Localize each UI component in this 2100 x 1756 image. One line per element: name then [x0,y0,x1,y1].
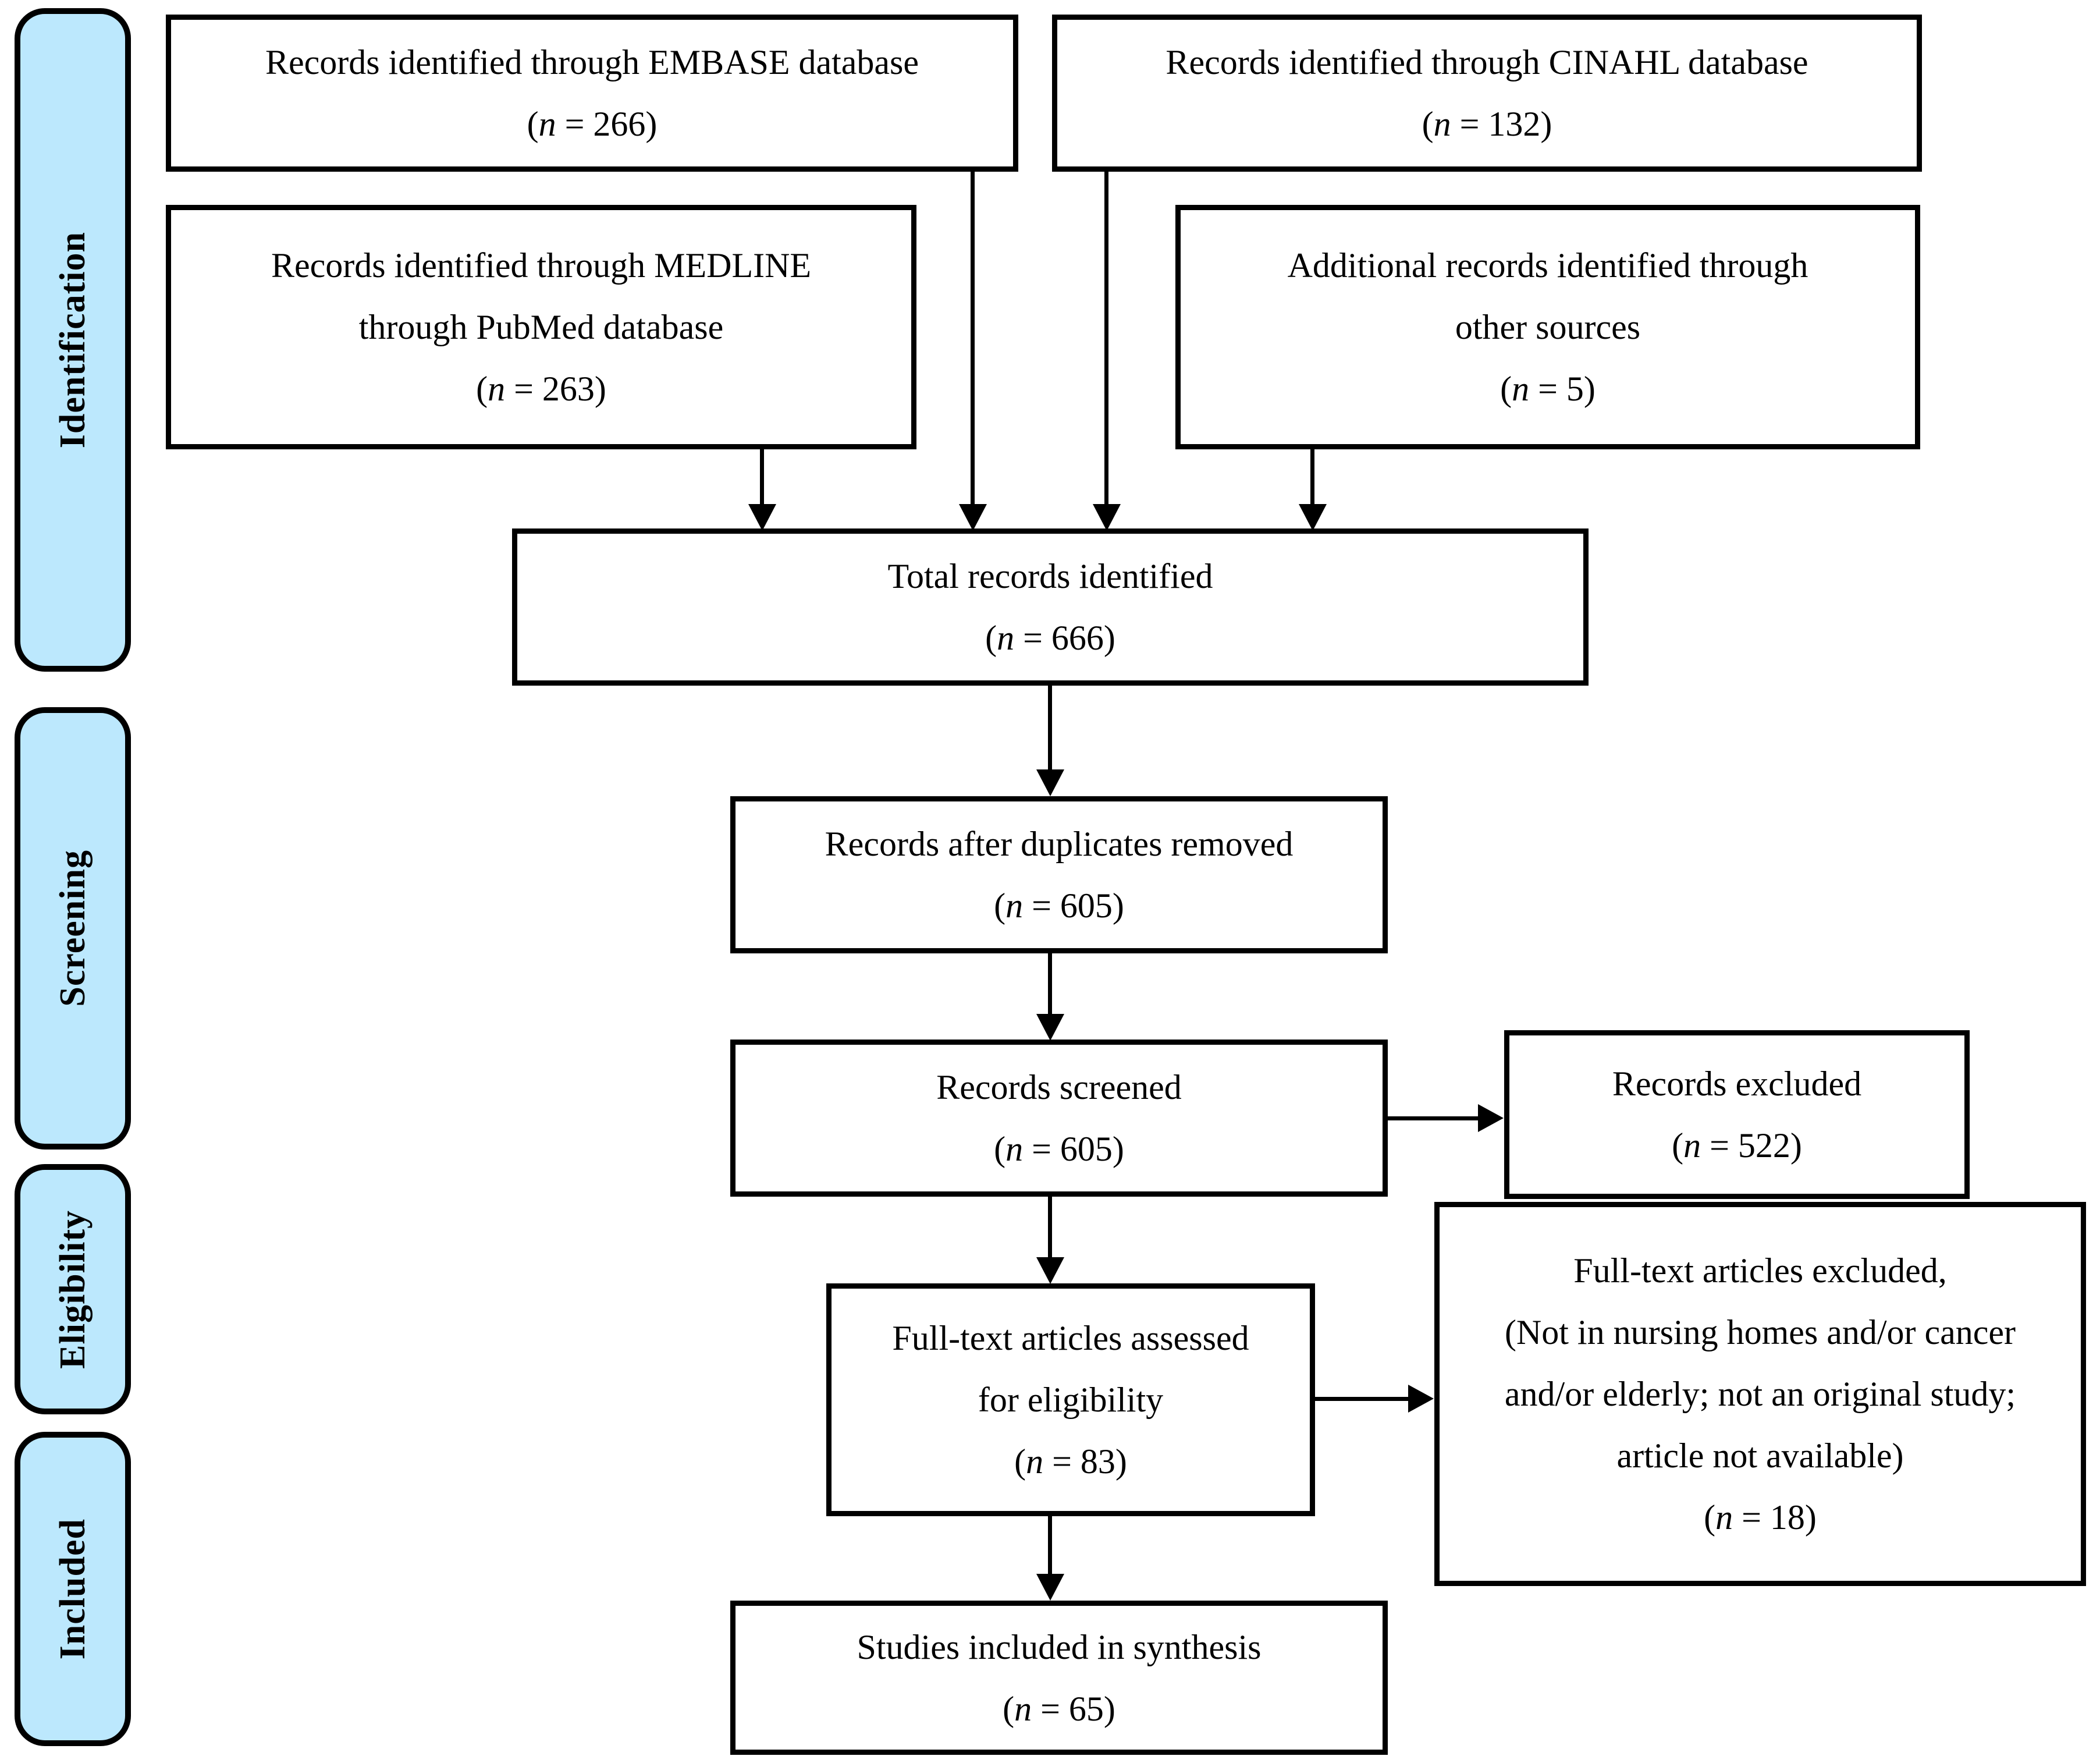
box-other-sources-title-line2: other sources [1455,308,1641,346]
stage-pill-eligibility: Eligibility [15,1164,131,1414]
box-duplicates-removed-count: (n = 605) [994,886,1124,925]
box-embase-records: Records identified through EMBASE databa… [166,15,1018,172]
box-duplicates-removed-title: Records after duplicates removed [825,825,1294,863]
box-records-excluded-count: (n = 522) [1672,1126,1802,1165]
connector-screened-to-excluded [1388,1116,1481,1120]
box-fulltext-excluded-count: (n = 18) [1704,1498,1817,1537]
stage-label-eligibility: Eligibility [53,1209,93,1369]
box-studies-included-count: (n = 65) [1003,1689,1115,1728]
box-records-screened-title: Records screened [936,1068,1182,1106]
stage-label-screening: Screening [53,850,93,1007]
stage-pill-included: Included [15,1432,131,1746]
arrowhead-cinahl-to-total [1093,504,1121,531]
arrowhead-other-sources-to-total [1299,504,1327,531]
box-medline-title-line1: Records identified through MEDLINE [271,246,812,285]
box-fulltext-assessed-title-line2: for eligibility [978,1381,1164,1419]
connector-medline-to-total [760,449,764,508]
stage-label-included: Included [53,1518,93,1660]
box-duplicates-removed: Records after duplicates removed (n = 60… [730,796,1388,953]
box-medline-records: Records identified through MEDLINE throu… [166,205,916,449]
box-embase-count: (n = 266) [527,105,658,143]
box-cinahl-records: Records identified through CINAHL databa… [1052,15,1922,172]
arrowhead-screened-to-excluded [1478,1104,1504,1132]
connector-fulltext-to-included [1048,1516,1052,1577]
connector-other-sources-to-total [1310,449,1314,508]
connector-total-to-duplicates [1048,686,1052,773]
box-cinahl-count: (n = 132) [1422,105,1552,143]
box-total-records-title: Total records identified [887,557,1213,595]
box-fulltext-excluded-title-line1: Full-text articles excluded, [1573,1251,1947,1290]
box-fulltext-excluded-title-line3: and/or elderly; not an original study; [1504,1375,2016,1413]
arrowhead-fulltext-to-included [1036,1574,1064,1601]
box-fulltext-excluded-title-line4: article not available) [1616,1436,1904,1475]
box-medline-title-line2: through PubMed database [358,308,724,346]
box-total-records: Total records identified (n = 666) [512,528,1589,686]
box-records-excluded: Records excluded (n = 522) [1504,1030,1970,1199]
arrowhead-fulltext-to-excluded [1408,1385,1434,1413]
box-embase-title: Records identified through EMBASE databa… [265,43,919,81]
box-total-records-count: (n = 666) [985,619,1115,657]
connector-screened-to-fulltext [1048,1197,1052,1261]
stage-pill-identification: Identification [15,8,131,672]
box-fulltext-assessed-count: (n = 83) [1014,1442,1127,1481]
connector-duplicates-to-screened [1048,953,1052,1017]
box-other-sources-records: Additional records identified through ot… [1175,205,1920,449]
stage-pill-screening: Screening [15,707,131,1150]
arrowhead-total-to-duplicates [1036,769,1064,796]
box-records-excluded-title: Records excluded [1612,1065,1862,1103]
arrowhead-embase-to-total [959,504,987,531]
box-studies-included: Studies included in synthesis (n = 65) [730,1601,1388,1755]
box-cinahl-title: Records identified through CINAHL databa… [1166,43,1808,81]
box-other-sources-title-line1: Additional records identified through [1287,246,1808,285]
box-other-sources-count: (n = 5) [1500,370,1596,408]
box-fulltext-excluded: Full-text articles excluded, (Not in nur… [1434,1202,2086,1586]
box-fulltext-assessed: Full-text articles assessed for eligibil… [826,1283,1315,1516]
connector-fulltext-to-excluded [1315,1397,1411,1401]
arrowhead-screened-to-fulltext [1036,1257,1064,1284]
box-records-screened: Records screened (n = 605) [730,1040,1388,1197]
connector-embase-to-total [971,172,975,508]
box-studies-included-title: Studies included in synthesis [857,1627,1262,1666]
box-records-screened-count: (n = 605) [994,1130,1124,1168]
connector-cinahl-to-total [1104,172,1108,508]
box-fulltext-assessed-title-line1: Full-text articles assessed [892,1319,1249,1357]
arrowhead-medline-to-total [748,504,776,531]
box-medline-count: (n = 263) [476,370,606,408]
arrowhead-duplicates-to-screened [1036,1014,1064,1041]
box-fulltext-excluded-title-line2: (Not in nursing homes and/or cancer [1504,1313,2016,1351]
stage-label-identification: Identification [53,231,93,449]
